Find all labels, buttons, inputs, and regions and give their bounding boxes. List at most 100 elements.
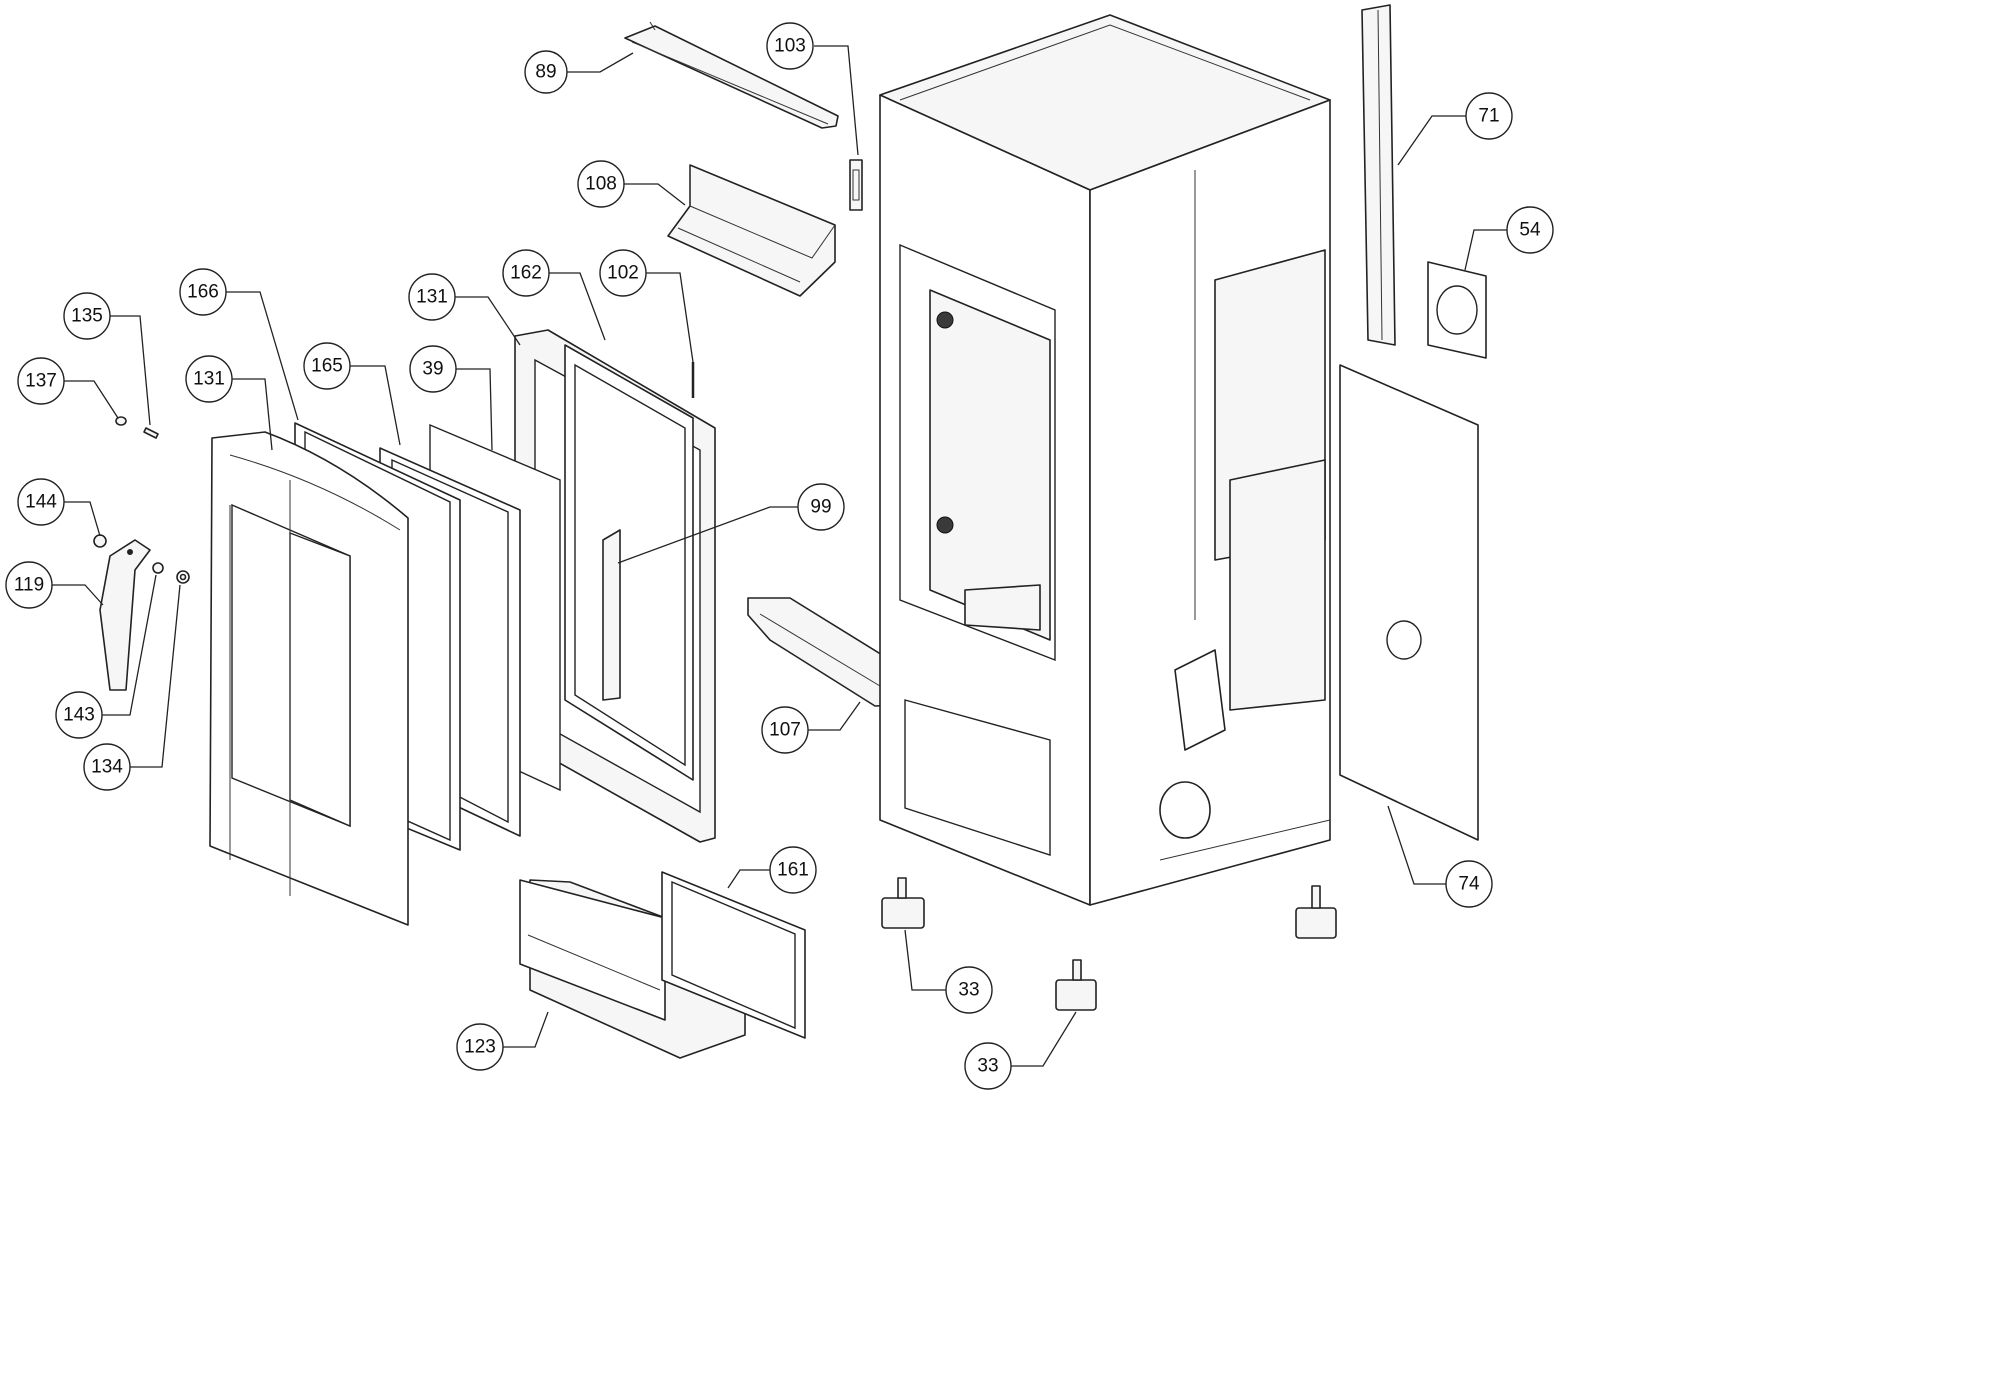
leader-99 (617, 506, 798, 564)
callout-label: 108 (585, 174, 617, 195)
leader-102 (646, 272, 694, 363)
callout-143: 143 (55, 691, 103, 739)
part-143-nut (152, 562, 164, 574)
part-33-foot (1055, 959, 1097, 1011)
callout-label: 134 (91, 757, 123, 778)
part-103-small-bracket (849, 159, 863, 211)
callout-144: 144 (17, 478, 65, 526)
leader-89 (566, 52, 634, 73)
callout-131: 131 (185, 355, 233, 403)
leader-166 (226, 291, 299, 421)
callout-label: 123 (464, 1037, 496, 1058)
callout-label: 33 (958, 980, 979, 1001)
leader-162 (549, 272, 606, 341)
leader-lines (52, 45, 1507, 1067)
stove-main-body (879, 14, 1331, 906)
leader-103 (814, 45, 859, 156)
callout-108: 108 (577, 160, 625, 208)
callout-119: 119 (5, 561, 53, 609)
callout-135: 135 (63, 292, 111, 340)
callouts: 89 103 108 102 162 131 166 135 137 131 1… (5, 22, 1554, 1090)
callout-label: 71 (1478, 106, 1499, 127)
callout-166: 166 (179, 268, 227, 316)
part-99-glass-clip (602, 529, 621, 701)
part-144-screw (93, 534, 107, 548)
part-108-bracket (667, 164, 836, 297)
part-54-flange-plate (1427, 261, 1487, 359)
callout-134: 134 (83, 743, 131, 791)
callout-label: 74 (1458, 874, 1480, 895)
callout-label: 135 (71, 306, 103, 327)
callout-39: 39 (409, 345, 457, 393)
exploded-parts-diagram: 89 103 108 102 162 131 166 135 137 131 1… (5, 4, 1554, 1090)
callout-162: 162 (502, 249, 550, 297)
leader-161 (727, 869, 770, 889)
leader-123 (503, 1011, 549, 1048)
callout-label: 119 (14, 575, 44, 596)
callout-label: 131 (193, 369, 225, 390)
callout-161: 161 (769, 846, 817, 894)
callout-label: 165 (311, 356, 343, 377)
callout-71: 71 (1465, 92, 1513, 140)
part-123-ash-drawer (519, 879, 746, 1059)
callout-label: 107 (769, 720, 801, 741)
part-135-pin (143, 427, 159, 439)
leader-119 (52, 584, 104, 606)
leader-131b (232, 378, 273, 451)
part-119-handle (99, 539, 151, 691)
part-137-nut (115, 416, 127, 426)
callout-131: 131 (408, 273, 456, 321)
callout-165: 165 (303, 342, 351, 390)
leader-135 (110, 315, 151, 426)
leader-144 (64, 501, 101, 537)
callout-label: 89 (535, 62, 556, 83)
part-89-top-deflector (624, 21, 839, 129)
callout-label: 33 (977, 1056, 998, 1077)
callout-label: 99 (810, 497, 831, 518)
callout-33: 33 (964, 1042, 1012, 1090)
callout-label: 39 (422, 359, 443, 380)
callout-label: 103 (774, 36, 806, 57)
callout-label: 162 (510, 263, 542, 284)
callout-137: 137 (17, 357, 65, 405)
part-161-drawer-gasket (661, 871, 806, 1039)
leader-137 (64, 380, 119, 419)
leader-131a (455, 296, 521, 346)
callout-123: 123 (456, 1023, 504, 1071)
callout-label: 102 (607, 263, 639, 284)
callout-89: 89 (524, 50, 568, 94)
callout-103: 103 (766, 22, 814, 70)
part-131-door-front (209, 431, 409, 926)
leader-165 (350, 365, 401, 446)
callout-54: 54 (1506, 206, 1554, 254)
part-33-foot (1295, 885, 1337, 939)
callout-label: 161 (777, 860, 809, 881)
callout-33: 33 (945, 966, 993, 1014)
callout-label: 137 (25, 371, 57, 392)
callout-label: 131 (416, 287, 448, 308)
part-107-lower-bracket (747, 597, 901, 707)
callout-107: 107 (761, 706, 809, 754)
leader-143 (102, 574, 157, 716)
callout-label: 166 (187, 282, 219, 303)
part-134-washer (176, 570, 190, 584)
part-33-foot (881, 877, 925, 929)
callout-99: 99 (797, 483, 845, 531)
leader-107 (808, 701, 861, 731)
leader-134 (130, 584, 181, 768)
callout-label: 144 (25, 492, 57, 513)
callout-label: 54 (1519, 220, 1541, 241)
leader-71 (1397, 115, 1466, 166)
leader-108 (624, 183, 686, 206)
leader-39 (456, 368, 493, 451)
callout-label: 143 (63, 705, 95, 726)
callout-102: 102 (599, 249, 647, 297)
part-71-rail (1361, 4, 1396, 346)
part-162-gasket (564, 344, 694, 781)
part-74-side-panel (1339, 364, 1479, 841)
callout-74: 74 (1445, 860, 1493, 908)
leader-54 (1464, 229, 1507, 271)
leader-33b (1011, 1011, 1077, 1067)
leader-74 (1387, 805, 1446, 885)
leader-33a (904, 929, 946, 991)
